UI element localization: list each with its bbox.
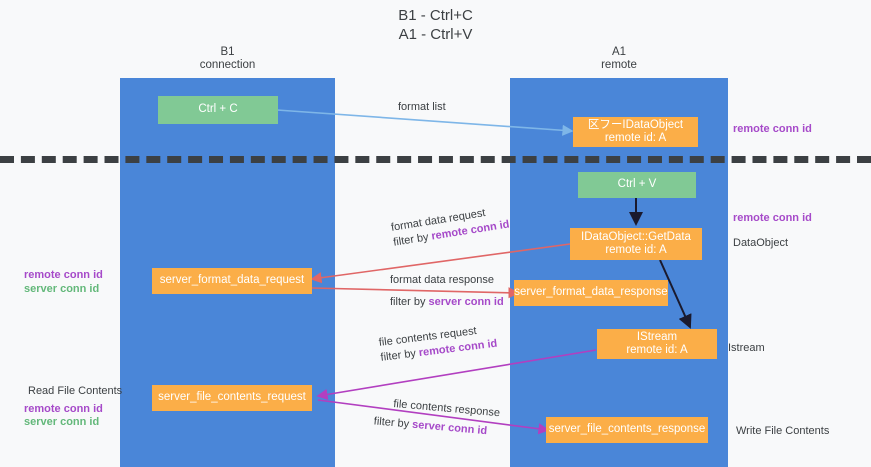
node-ctrl-v-label: Ctrl + V	[617, 178, 657, 191]
filter-key-server-conn-id: server conn id	[411, 418, 488, 438]
node-server-format-data-request-label: server_format_data_request	[159, 274, 305, 287]
column-header-b1: B1 connection	[120, 46, 335, 72]
annotation-right-remote-conn-id-top: remote conn id	[733, 123, 812, 135]
annotation-right-istream: Istream	[728, 342, 765, 354]
node-idataobject-title: 区フーIDataObject	[587, 118, 684, 131]
edge-label-format-data-response: format data response filter by server co…	[390, 273, 504, 310]
annotation-right-write-file-contents: Write File Contents	[736, 425, 830, 437]
filter-prefix: filter by	[390, 296, 429, 308]
filter-prefix: filter by	[379, 347, 420, 364]
annotation-right-remote-conn-id-mid: remote conn id	[733, 212, 812, 224]
edge-label-file-contents-response: file contents response filter by server …	[373, 397, 501, 440]
node-ctrl-v[interactable]: Ctrl + V	[578, 172, 696, 198]
node-istream-title: IStream	[636, 330, 678, 343]
annotation-left-server-conn-id-mid: server conn id	[24, 283, 100, 295]
node-idataobject-getdata[interactable]: IDataObject::GetData remote id: A	[570, 228, 702, 260]
annotation-left-remote-conn-id-bottom: remote conn id	[24, 403, 103, 415]
filter-prefix: filter by	[373, 415, 413, 431]
node-server-format-data-response[interactable]: server_format_data_response	[514, 280, 668, 306]
node-istream[interactable]: IStream remote id: A	[597, 329, 717, 359]
annotation-left-read-file-contents: Read File Contents	[28, 385, 123, 397]
node-idataobject-sub: remote id: A	[604, 132, 667, 144]
annotation-right-dataobject: DataObject	[733, 237, 789, 249]
annotation-left-server-conn-id-bottom: server conn id	[24, 416, 100, 428]
node-getdata-title: IDataObject::GetData	[581, 230, 691, 243]
node-idataobject[interactable]: 区フーIDataObject remote id: A	[573, 117, 698, 147]
node-ctrl-c-label: Ctrl + C	[198, 103, 238, 116]
node-getdata-sub: remote id: A	[605, 244, 667, 256]
node-server-file-contents-response-label: server_file_contents_response	[548, 423, 706, 436]
node-server-file-contents-response[interactable]: server_file_contents_response	[546, 417, 708, 443]
column-header-b1-sub: connection	[199, 59, 256, 71]
edge-label-file-contents-request: file contents request filter by remote c…	[378, 322, 498, 366]
node-istream-sub: remote id: A	[626, 344, 688, 356]
edge-label-format-data-response-filter: filter by server conn id	[390, 295, 504, 310]
edge-label-format-list-text: format list	[398, 101, 446, 113]
phase-separator	[0, 156, 871, 163]
diagram-title-line-1: B1 - Ctrl+C	[398, 7, 473, 24]
node-server-format-data-request[interactable]: server_format_data_request	[152, 268, 312, 294]
annotation-left-remote-conn-id-mid: remote conn id	[24, 269, 103, 281]
node-server-file-contents-request-label: server_file_contents_request	[158, 391, 306, 404]
node-server-file-contents-request[interactable]: server_file_contents_request	[152, 385, 312, 411]
column-header-a1: A1 remote	[510, 46, 728, 72]
edge-label-format-list: format list	[398, 100, 446, 115]
node-server-format-data-response-label: server_format_data_response	[514, 286, 668, 299]
diagram-title: B1 - Ctrl+C A1 - Ctrl+V	[0, 6, 871, 44]
column-header-a1-sub: remote	[601, 59, 637, 71]
column-header-b1-name: B1	[220, 46, 235, 58]
filter-key-server-conn-id: server conn id	[428, 296, 504, 308]
edge-label-format-data-request: format data request filter by remote con…	[390, 203, 511, 251]
diagram-title-line-2: A1 - Ctrl+V	[398, 26, 473, 43]
column-header-a1-name: A1	[611, 46, 627, 58]
node-ctrl-c[interactable]: Ctrl + C	[158, 96, 278, 124]
edge-label-format-data-response-text: format data response	[390, 274, 494, 286]
